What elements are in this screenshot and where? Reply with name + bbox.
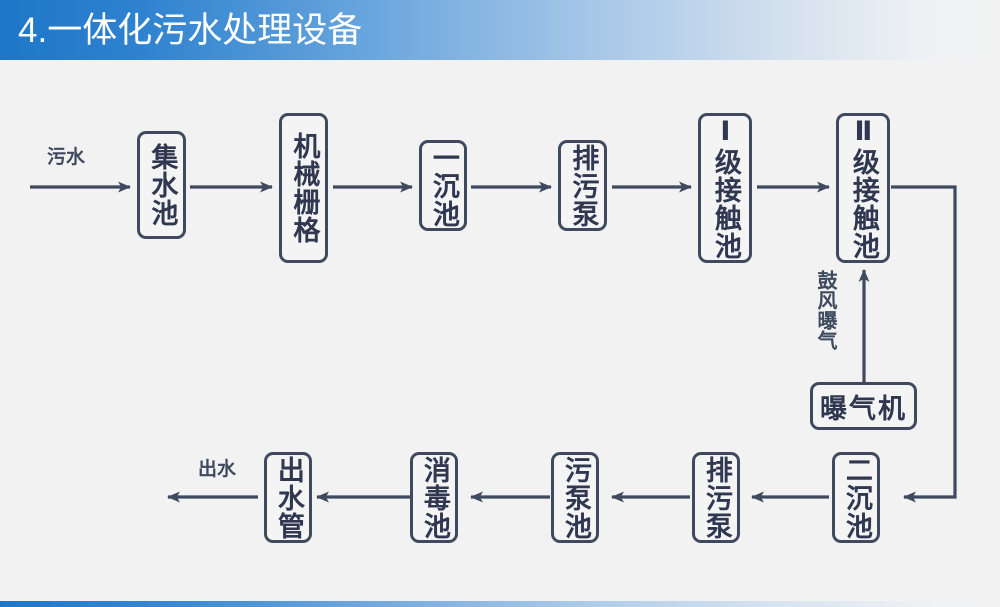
node-label: 一沉池	[428, 143, 459, 228]
node-label: 机械栅格	[289, 132, 320, 244]
node-label: 排污泵	[701, 455, 732, 540]
title-bar: 4.一体化污水处理设备	[0, 0, 1000, 60]
connector-layer	[30, 181, 957, 503]
outlet-label: 出水	[198, 459, 237, 480]
node-disinfection-tank[interactable]: 消毒池	[410, 452, 458, 543]
connector-contact2-to-secondary	[891, 185, 957, 503]
node-label: 出水管	[273, 455, 304, 540]
node-sludge-pump-tank[interactable]: 污泵池	[551, 452, 599, 543]
footer-bar	[0, 601, 1000, 607]
node-label: 消毒池	[419, 455, 450, 540]
node-label: 二沉池	[841, 455, 872, 540]
node-label: Ⅱ级接触池	[848, 116, 879, 260]
inlet-label: 污水	[47, 147, 86, 168]
node-mechanical-grille[interactable]: 机械栅格	[279, 113, 328, 263]
node-sewage-pump-2[interactable]: 排污泵	[692, 452, 740, 543]
node-contact-tank-1[interactable]: Ⅰ级接触池	[698, 113, 752, 263]
node-aerator[interactable]: 曝气机	[810, 382, 917, 430]
node-label: 集水池	[147, 143, 178, 227]
node-label: 曝气机	[820, 393, 907, 424]
node-outlet-pipe[interactable]: 出水管	[264, 452, 312, 543]
node-label: Ⅰ级接触池	[710, 116, 741, 260]
flow-diagram: 污水 出水 鼓风曝气 集水池 机械栅格 一沉池 排污泵 Ⅰ级接触池 Ⅱ级接触池 …	[0, 60, 1000, 601]
node-label: 污泵池	[560, 455, 591, 540]
node-primary-settling-tank[interactable]: 一沉池	[419, 140, 467, 231]
node-label: 排污泵	[568, 143, 599, 228]
aeration-label: 鼓风曝气	[814, 270, 836, 350]
page-title: 4.一体化污水处理设备	[18, 11, 363, 50]
node-secondary-settling-tank[interactable]: 二沉池	[832, 452, 880, 543]
node-collection-tank[interactable]: 集水池	[137, 131, 186, 239]
node-contact-tank-2[interactable]: Ⅱ级接触池	[836, 113, 890, 263]
node-sewage-pump-1[interactable]: 排污泵	[558, 140, 607, 231]
